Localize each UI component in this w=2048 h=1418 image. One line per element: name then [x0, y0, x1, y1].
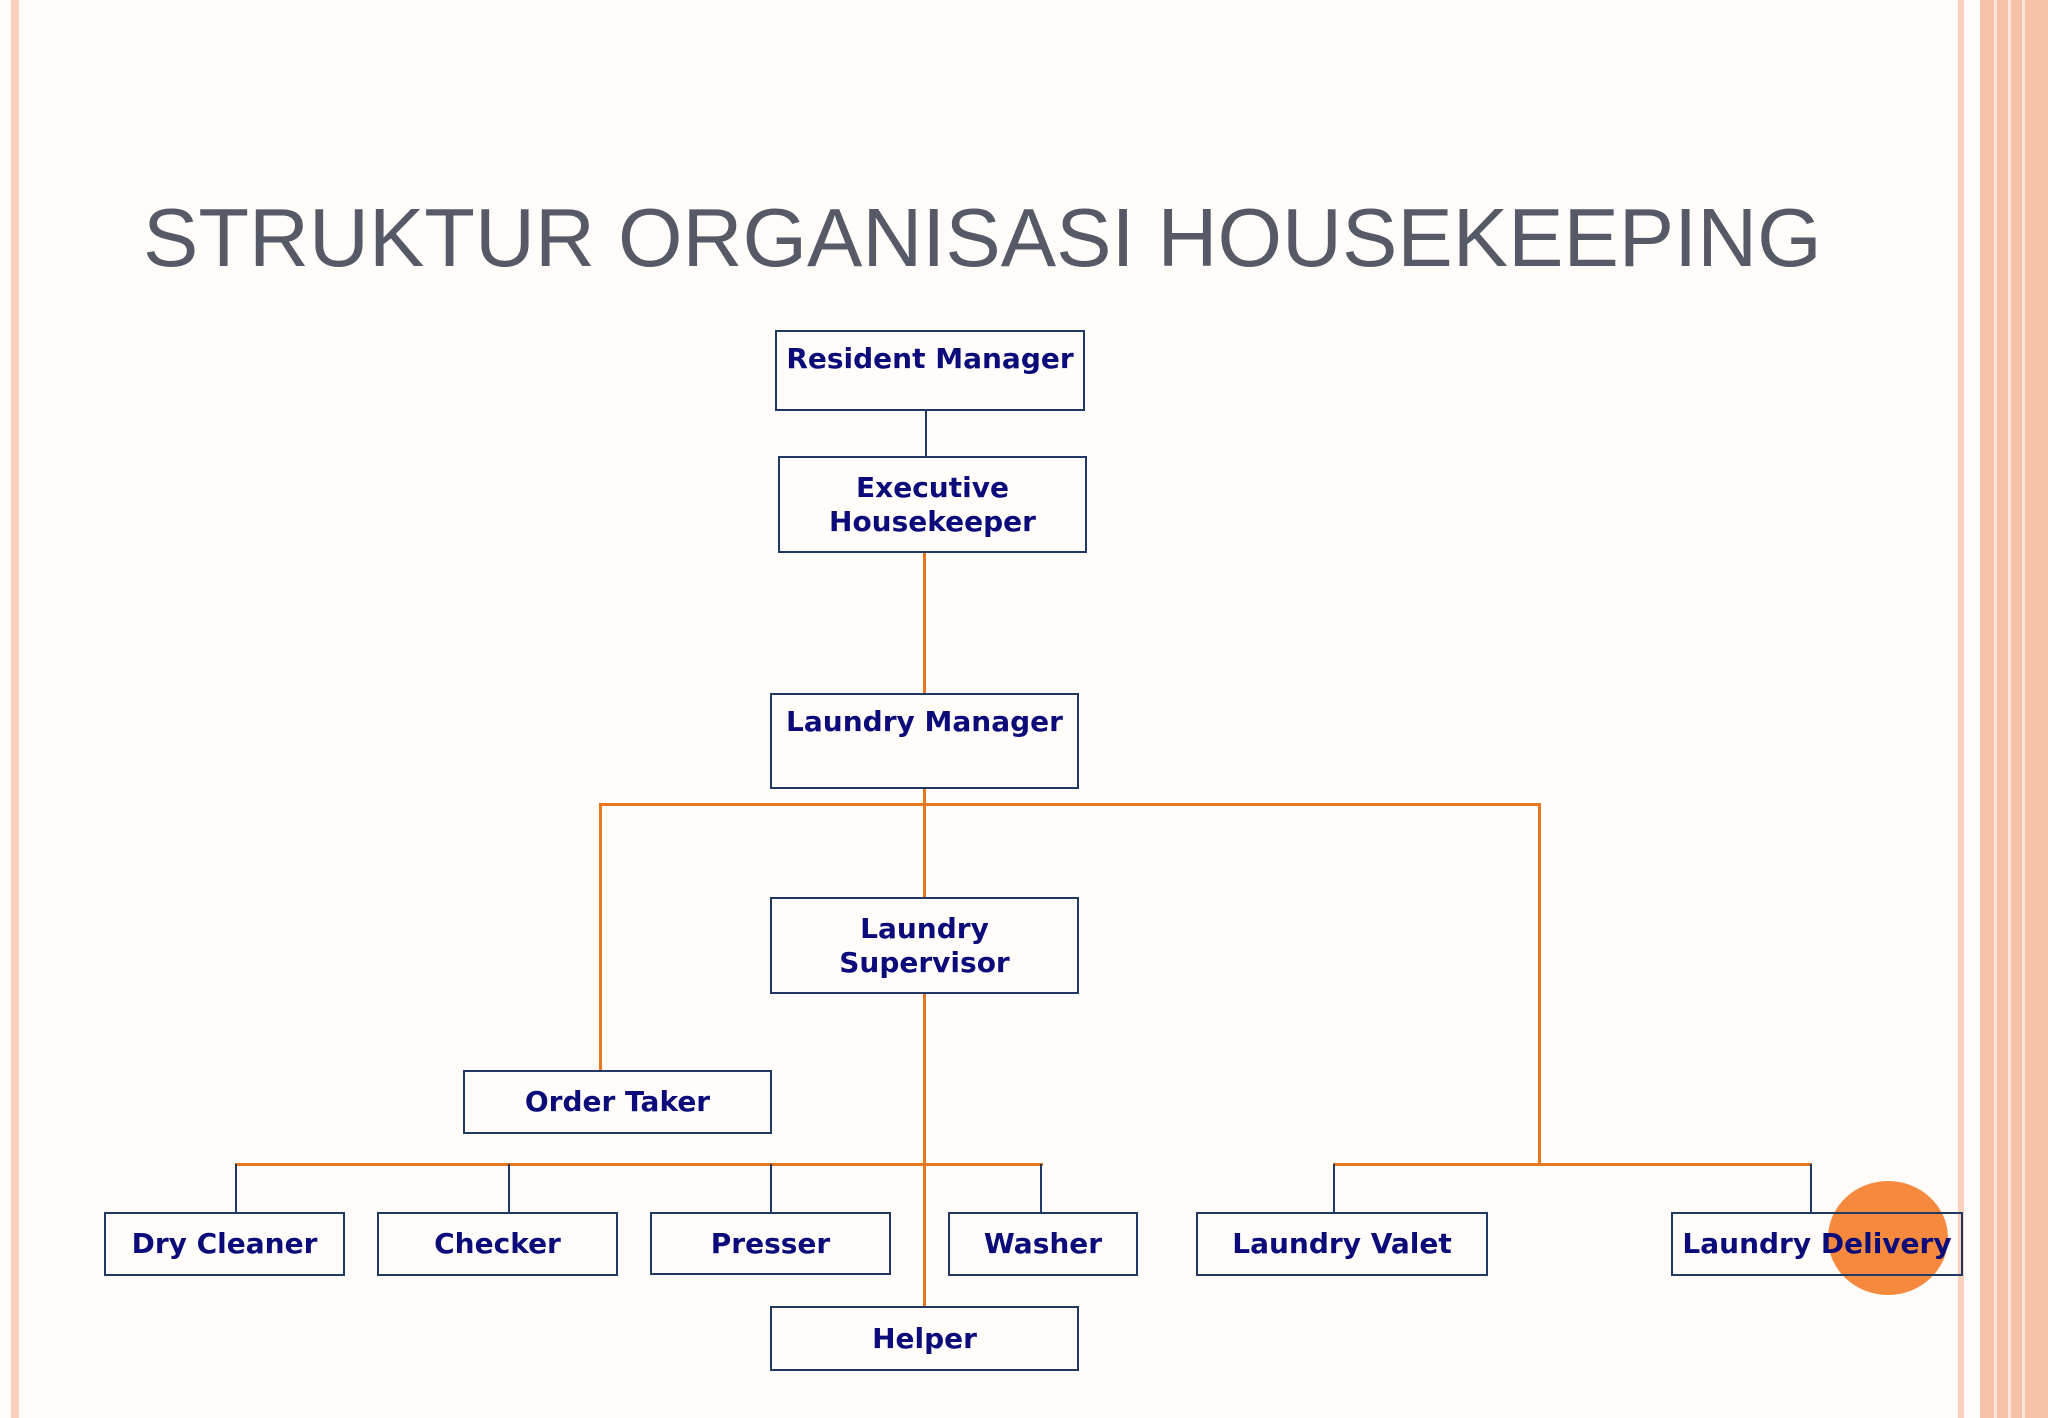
connector-executive-laundry-manager [923, 552, 926, 694]
connector-valet-delivery-bar [1333, 1163, 1812, 1166]
node-label-line-2: Supervisor [839, 945, 1010, 979]
connector-washer [1040, 1164, 1042, 1214]
node-helper: Helper [770, 1306, 1079, 1371]
node-label: Washer [983, 1227, 1103, 1260]
left-stripe [11, 0, 19, 1418]
node-label-line-1: Laundry [860, 911, 989, 945]
node-label: Presser [710, 1226, 831, 1260]
connector-manager-branch [599, 803, 1540, 806]
node-executive-housekeeper: Executive Housekeeper [778, 456, 1087, 553]
accent-circle [1828, 1181, 1948, 1295]
connector-right-drop [1538, 803, 1541, 1165]
node-label: Order Taker [524, 1085, 711, 1118]
connector-main-trunk [923, 787, 926, 1308]
slide-title: STRUKTUR ORGANISASI HOUSEKEEPING [143, 191, 1822, 284]
node-label: Resident Manager [786, 342, 1074, 375]
node-checker: Checker [377, 1212, 618, 1276]
right-stripe-line-3 [2022, 0, 2025, 1418]
right-stripe-line-1 [1994, 0, 1997, 1418]
node-laundry-valet: Laundry Valet [1196, 1212, 1488, 1276]
node-presser: Presser [650, 1212, 891, 1275]
node-label: Dry Cleaner [131, 1227, 318, 1260]
node-dry-cleaner: Dry Cleaner [104, 1212, 345, 1276]
connector-laundry-delivery [1810, 1164, 1812, 1214]
node-laundry-manager: Laundry Manager [770, 693, 1079, 789]
node-label-line-2: Housekeeper [829, 504, 1036, 538]
node-washer: Washer [948, 1212, 1138, 1276]
connector-laundry-valet [1333, 1164, 1335, 1214]
node-label: Laundry Manager [786, 705, 1063, 738]
right-stripe-thin [1958, 0, 1964, 1418]
node-label-line-1: Executive [856, 470, 1009, 504]
connector-staff-bar [235, 1163, 1043, 1166]
right-stripe-line-2 [2008, 0, 2011, 1418]
node-resident-manager: Resident Manager [775, 330, 1085, 411]
node-laundry-supervisor: Laundry Supervisor [770, 897, 1079, 994]
connector-order-taker-drop [599, 803, 602, 1071]
connector-resident-executive [925, 410, 927, 457]
node-order-taker: Order Taker [463, 1070, 772, 1134]
node-label: Laundry Delivery [1682, 1227, 1952, 1260]
right-stripe-band [1980, 0, 2048, 1418]
node-label: Checker [434, 1227, 561, 1260]
node-label: Helper [872, 1321, 977, 1355]
connector-dry-cleaner [235, 1164, 237, 1214]
node-laundry-delivery: Laundry Delivery [1671, 1212, 1963, 1276]
connector-presser [770, 1164, 772, 1214]
node-label: Laundry Valet [1232, 1227, 1452, 1260]
connector-checker [508, 1164, 510, 1214]
